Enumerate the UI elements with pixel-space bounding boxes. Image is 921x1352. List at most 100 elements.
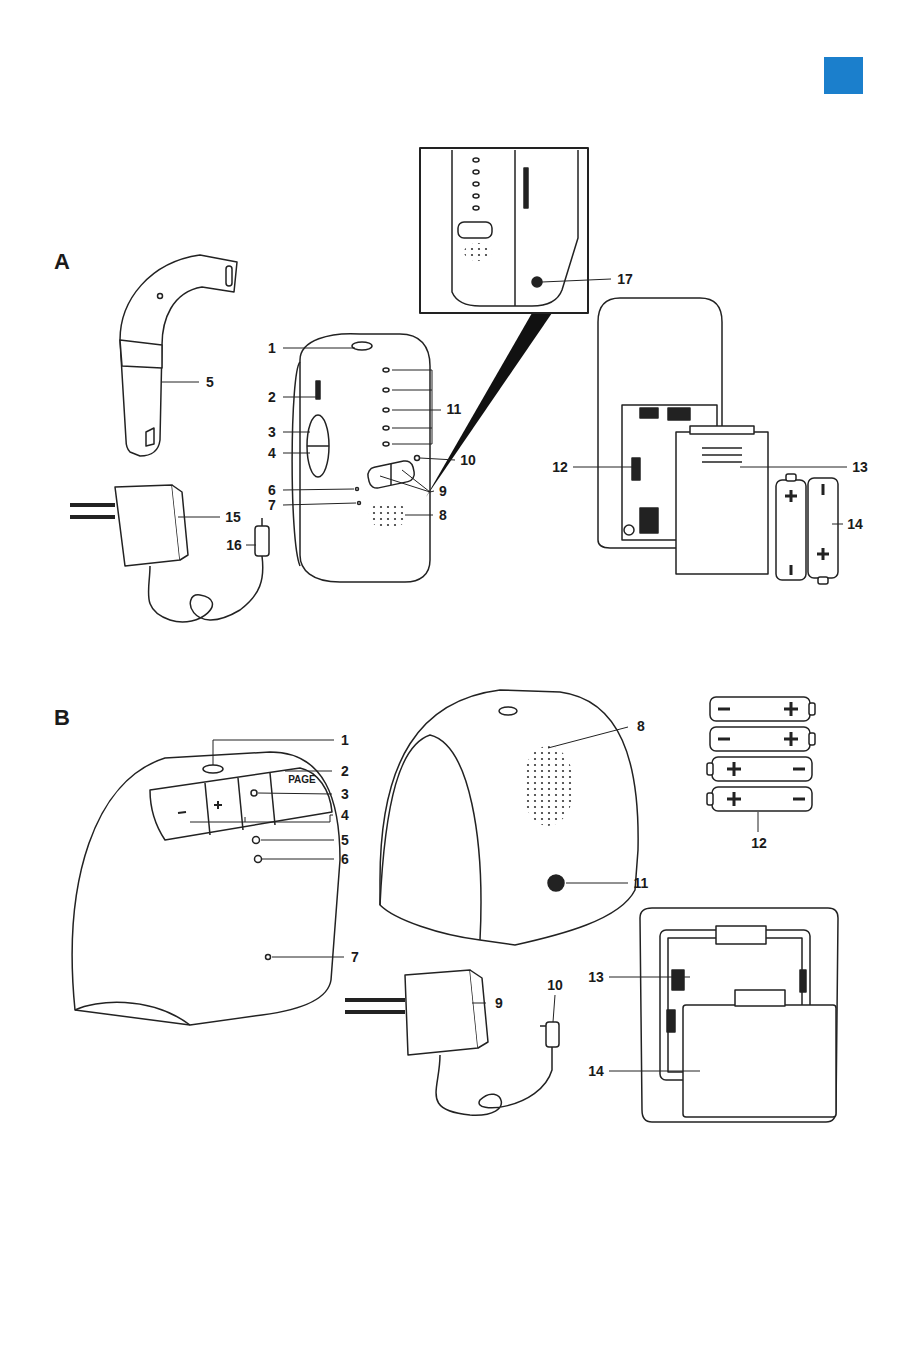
callout-number: 1 (266, 340, 278, 356)
drawing-part (115, 485, 180, 566)
drawing-part (356, 488, 359, 491)
callout-number: 4 (266, 445, 278, 461)
drawing-part (283, 453, 310, 454)
drawing-part (473, 206, 479, 210)
callout-number: 1 (339, 732, 351, 748)
drawing-part (532, 277, 542, 287)
drawing-part (226, 266, 232, 286)
drawing-part (390, 464, 392, 485)
drawing-part (266, 955, 271, 960)
drawing-part (205, 783, 210, 835)
drawing-part (345, 1010, 405, 1014)
drawing-part (668, 408, 690, 420)
callout-number: 9 (437, 483, 449, 499)
callout-number: 5 (339, 832, 351, 848)
callout-number: 16 (224, 537, 244, 553)
leader-lines-a (162, 279, 847, 545)
drawing-part (473, 158, 479, 162)
drawing-part (473, 182, 479, 186)
drawing-part (405, 515, 433, 516)
drawing-part (383, 388, 389, 392)
callout-number: 9 (493, 995, 505, 1011)
drawing-part (345, 998, 405, 1002)
drawing-part (120, 255, 237, 456)
drawing-part (702, 447, 742, 449)
drawing-part (158, 294, 163, 299)
callout-number: 4 (339, 807, 351, 823)
drawing-part (499, 707, 517, 715)
drawing-part (758, 812, 759, 832)
drawing-part (307, 415, 329, 477)
drawing-part (573, 467, 640, 468)
drawing-part (546, 1022, 559, 1047)
drawing-part (727, 792, 805, 806)
drawing-part (553, 995, 555, 1022)
drawing-part (148, 556, 262, 622)
drawing-part (710, 697, 810, 721)
drawing-part (672, 970, 684, 990)
drawing-part (690, 426, 754, 434)
callout-number: 15 (223, 509, 243, 525)
drawing-part (718, 702, 798, 716)
drawing-part (307, 445, 329, 447)
drawing-part (566, 883, 628, 884)
callout-number: 7 (266, 497, 278, 513)
callout-number: 14 (845, 516, 865, 532)
drawing-part (524, 168, 528, 208)
drawing-part (540, 1025, 546, 1027)
callout-number: 10 (458, 452, 478, 468)
drawing-part (178, 812, 186, 813)
panel-letter: A (52, 250, 72, 274)
drawing-part (548, 875, 564, 891)
drawing-part (716, 926, 766, 944)
drawing-part (702, 461, 742, 463)
drawing-part (380, 735, 481, 940)
callout-number: 3 (266, 424, 278, 440)
drawing-part (203, 765, 223, 773)
drawing-part (358, 502, 361, 505)
drawing-part (676, 432, 768, 574)
drawing-part (75, 1002, 190, 1025)
callout-number: 6 (266, 482, 278, 498)
drawing-part (150, 768, 332, 840)
drawing-part (702, 454, 742, 456)
drawing-part (283, 397, 316, 398)
drawing-part (246, 545, 256, 546)
drawing-part (809, 703, 815, 715)
drawing-part (472, 1003, 486, 1004)
drawing-part (285, 771, 332, 772)
drawing-part (120, 340, 162, 368)
callout-number: 6 (339, 851, 351, 867)
drawing-part (261, 840, 334, 841)
callout-number: 10 (545, 977, 565, 993)
panel-b-drawing (72, 690, 838, 1122)
drawing-part (420, 458, 455, 460)
callout-number: 2 (266, 389, 278, 405)
drawing-part (667, 1010, 675, 1032)
drawing-part (640, 408, 658, 418)
drawing-part (785, 490, 797, 575)
callout-number: 8 (437, 507, 449, 523)
drawing-part (420, 148, 588, 313)
callout-number: 13 (586, 969, 606, 985)
drawing-part (292, 362, 300, 566)
drawing-part (522, 746, 574, 826)
drawing-part (383, 442, 389, 446)
drawing-part (464, 243, 492, 261)
corner-tab (824, 57, 863, 94)
drawing-part (383, 408, 389, 412)
panel-a-drawing (70, 148, 838, 622)
drawing-part (609, 977, 690, 978)
drawing-part (470, 970, 488, 1048)
drawing-part (72, 752, 340, 1025)
drawing-part (740, 467, 847, 468)
drawing-part (542, 279, 611, 282)
drawing-part (383, 368, 389, 372)
drawing-part (707, 763, 713, 775)
drawing-part (452, 150, 578, 306)
drawing-part (162, 382, 199, 383)
drawing-part (640, 508, 658, 533)
drawing-part (261, 518, 263, 526)
